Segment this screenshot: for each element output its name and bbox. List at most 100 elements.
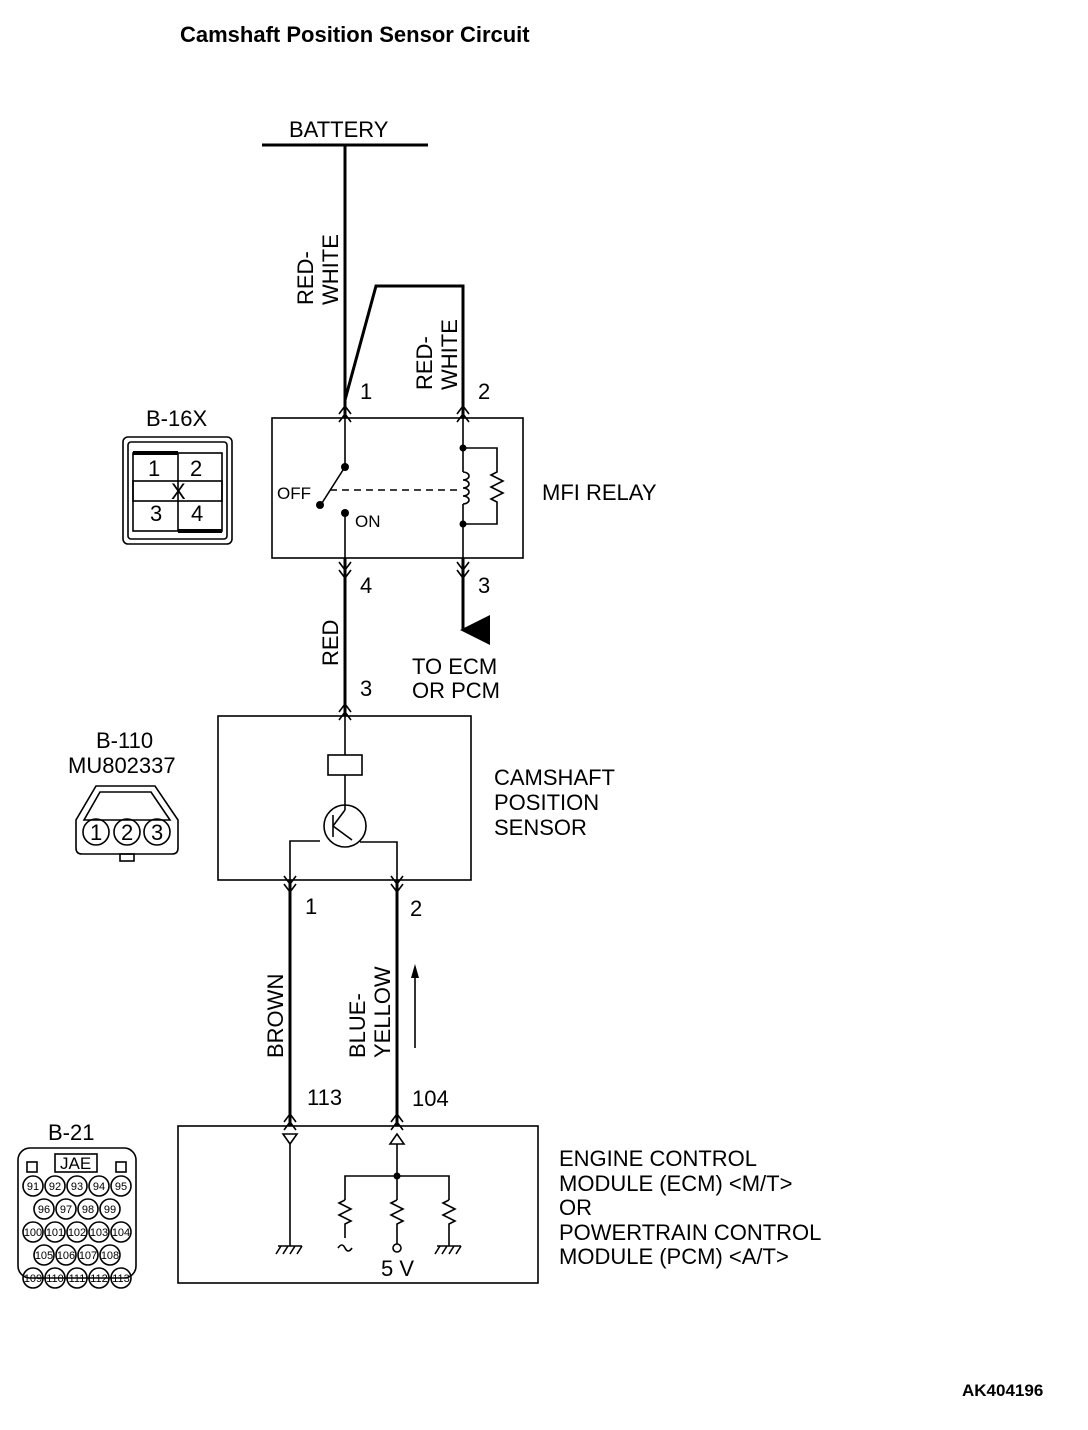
connector-b21-label: B-21: [48, 1120, 94, 1145]
connector-b21-pin: [99, 1198, 121, 1220]
wire-label-red: RED-: [412, 336, 437, 390]
connector-b21-pin-label: 111: [69, 1273, 86, 1285]
connector-b21-pin: [88, 1175, 110, 1197]
connector-b16x-pin-3: 3: [150, 501, 162, 526]
connector-b21-pin: [88, 1221, 110, 1243]
connector-b21-pin: [110, 1175, 132, 1197]
connector-b21-pin: [77, 1244, 99, 1266]
supply-voltage-label: 5 V: [381, 1256, 414, 1281]
figure-code: AK404196: [962, 1381, 1043, 1400]
connector-b21-pin-label: 104: [112, 1227, 130, 1239]
relay-switch-icon: [316, 418, 457, 558]
connector-b21-pin-label: 99: [104, 1204, 116, 1216]
ecm-pin-104: 104: [412, 1086, 449, 1111]
diagram-title: Camshaft Position Sensor Circuit: [180, 22, 530, 47]
hall-sensor-icon: [289, 716, 398, 880]
connector-b21-pin-label: 93: [71, 1181, 83, 1193]
connector-b21-pin-label: 113: [112, 1273, 130, 1285]
wire-label-white: WHITE: [318, 234, 343, 305]
connector-b21-pin: [66, 1221, 88, 1243]
connector-b110-label: B-110: [96, 728, 153, 753]
connector-b16x-pin-4: 4: [191, 501, 203, 526]
wire-label-blue: BLUE-: [345, 993, 370, 1058]
connector-b16x-mark: X: [171, 479, 186, 504]
connector-b21-pin: [22, 1175, 44, 1197]
ecm-label-4: POWERTRAIN CONTROL: [559, 1220, 821, 1245]
relay-pin-2: 2: [478, 379, 490, 404]
connector-b21-pin: [66, 1267, 88, 1289]
ecm-internal-circuit-icon: [275, 1132, 462, 1255]
wire-label-brown: BROWN: [263, 974, 288, 1058]
sensor-label-1: CAMSHAFT: [494, 765, 615, 790]
connector-b16x-pin-2: 2: [190, 456, 202, 481]
connector-b21-pin-label: 95: [115, 1181, 127, 1193]
ecm-label-3: OR: [559, 1195, 592, 1220]
connector-b21-pin: [55, 1244, 77, 1266]
to-ecm-label: TO ECM: [412, 654, 497, 679]
connector-b21-pin: [33, 1198, 55, 1220]
connector-b21-pin-label: 102: [68, 1227, 86, 1239]
connector-b21-pin-label: 106: [57, 1250, 75, 1262]
connector-b21-pin: [110, 1221, 132, 1243]
connector-b21-pin: [44, 1267, 66, 1289]
connector-b21-pin: [99, 1244, 121, 1266]
connector-b21-pin-label: 91: [27, 1181, 39, 1193]
wire-red-white-pin1: [343, 145, 465, 418]
connector-b21-pin: [88, 1267, 110, 1289]
connector-b21-pin: [66, 1175, 88, 1197]
connector-b16x-pin-1: 1: [148, 456, 160, 481]
connector-b21-pin-label: 107: [79, 1250, 97, 1262]
connector-b21-pin-label: 94: [93, 1181, 105, 1193]
ecm-pin-113: 113: [307, 1085, 342, 1110]
connector-b110-pin-3: 3: [151, 820, 163, 845]
connector-b21-pin-label: 92: [49, 1181, 61, 1193]
sensor-label-2: POSITION: [494, 790, 599, 815]
relay-on-label: ON: [355, 512, 381, 531]
connector-b21-pin-label: 98: [82, 1204, 94, 1216]
relay-pin-4: 4: [360, 573, 372, 598]
signal-direction-arrow-icon: [411, 964, 419, 1048]
connector-b110-icon: [75, 785, 179, 862]
mfi-relay-label: MFI RELAY: [542, 480, 657, 505]
sensor-label-3: SENSOR: [494, 815, 587, 840]
relay-pin-1: 1: [360, 379, 372, 404]
wire-label-red: RED-: [293, 251, 318, 305]
connector-b21-pin: [110, 1267, 132, 1289]
connector-b21-pin-label: 96: [38, 1204, 50, 1216]
ecm-label-2: MODULE (ECM) <M/T>: [559, 1171, 792, 1196]
connector-b21-icon: [17, 1147, 137, 1279]
connector-b21-pin: [22, 1267, 44, 1289]
wire-label-red: RED: [318, 620, 343, 666]
to-ecm-label: OR PCM: [412, 678, 500, 703]
battery-label: BATTERY: [289, 117, 389, 142]
ecm-box: [177, 1125, 539, 1284]
connector-b21-pin: [44, 1175, 66, 1197]
connector-b21-mark: JAE: [60, 1154, 91, 1173]
wire-label-yellow: YELLOW: [370, 966, 395, 1058]
relay-coil-icon: [459, 418, 505, 558]
connector-b110-part: MU802337: [68, 753, 176, 778]
sensor-pin-1: 1: [305, 894, 317, 919]
connector-b21-pin-label: 103: [90, 1227, 108, 1239]
relay-off-label: OFF: [277, 484, 311, 503]
connector-b21-pin-label: 100: [24, 1227, 42, 1239]
connector-b21-pin-label: 109: [24, 1273, 42, 1285]
connector-b21-pin-label: 108: [101, 1250, 119, 1262]
connector-b21-pin-label: 101: [46, 1227, 64, 1239]
connector-b16x-label: B-16X: [146, 406, 207, 431]
connector-b16x-icon: [122, 436, 233, 545]
connector-b21-pin: [55, 1198, 77, 1220]
connector-b110-pin-2: 2: [121, 820, 133, 845]
sensor-pin-3: 3: [360, 676, 372, 701]
connector-b21-pin: [22, 1221, 44, 1243]
wire-label-white: WHITE: [437, 319, 462, 390]
ecm-label-1: ENGINE CONTROL: [559, 1146, 757, 1171]
connector-b21-pin-label: 110: [46, 1273, 64, 1285]
connector-b21-pin: [77, 1198, 99, 1220]
relay-pin-3: 3: [478, 573, 490, 598]
connector-b21-pin: [33, 1244, 55, 1266]
connector-b21-pin: [44, 1221, 66, 1243]
connector-b21-pin-label: 105: [35, 1250, 53, 1262]
